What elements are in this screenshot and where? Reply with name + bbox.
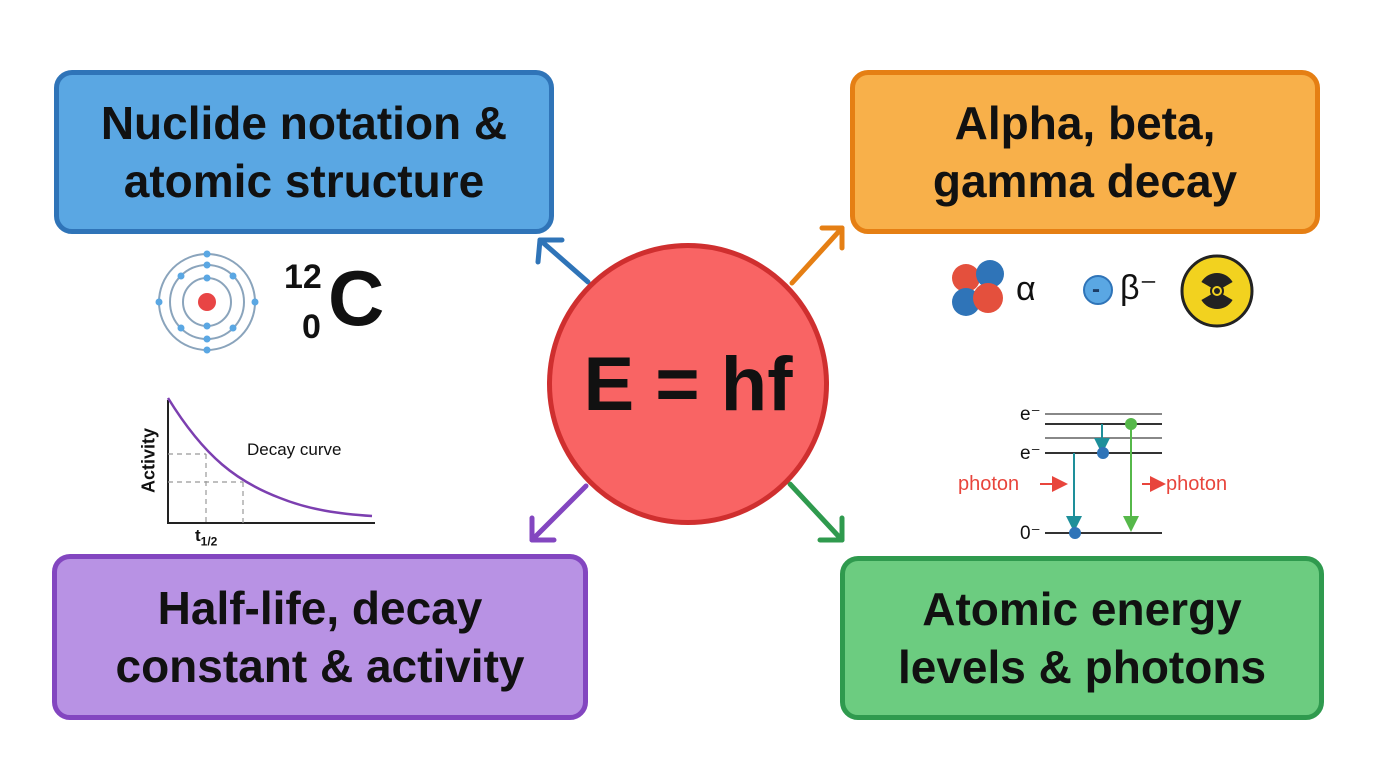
topic-line: Half-life, decay [157, 582, 483, 634]
center-formula: E = hf [583, 341, 793, 427]
topic-line: atomic structure [123, 155, 485, 207]
energy-level-upper-label: e⁻ [1020, 404, 1041, 425]
topic-line: Atomic energy [922, 583, 1242, 635]
arrow-to-top-left [535, 237, 591, 285]
arrow-to-bottom-right [787, 481, 845, 543]
topic-box-half-life: Half-life, decay constant & activity [52, 554, 588, 720]
nuclide-symbol: C [328, 254, 385, 342]
half-life-symbol: t [195, 526, 201, 545]
electron-icon [1069, 527, 1081, 539]
half-life-subscript: 1/2 [200, 534, 218, 549]
topic-box-nuclide-notation: Nuclide notation & atomic structure [54, 70, 554, 234]
energy-level-middle-label: e⁻ [1020, 443, 1041, 464]
arrow-to-top-right [789, 225, 845, 286]
arrow-to-bottom-left [529, 483, 589, 543]
decay-curve-line [166, 397, 373, 518]
nuclide-mass-number: 12 [284, 258, 322, 296]
topic-line: levels & photons [897, 641, 1267, 693]
topic-box-decay-types: Alpha, beta, gamma decay [850, 70, 1320, 234]
electron-icon [1125, 418, 1137, 430]
photon-in-label: photon [958, 473, 1020, 495]
beta-particle-icon [1083, 275, 1113, 305]
topic-line: Nuclide notation & [100, 97, 508, 149]
topic-line: Alpha, beta, [954, 97, 1216, 149]
nuclide-atomic-number: 0 [302, 308, 321, 346]
beta-label: β⁻ [1120, 269, 1158, 307]
topic-line: gamma decay [932, 155, 1238, 207]
topic-line: constant & activity [115, 640, 525, 692]
energy-level-ground-label: 0⁻ [1020, 523, 1041, 544]
alpha-label: α [1016, 270, 1036, 308]
photon-out-label: photon [1166, 473, 1228, 495]
alpha-particle-icon [952, 260, 1004, 316]
beta-particle-sign: - [1092, 276, 1100, 303]
decay-curve-title: Decay curve [247, 440, 342, 459]
center-formula-circle: E = hf [547, 243, 829, 525]
electron-icon [1097, 447, 1109, 459]
radiation-symbol-icon [1180, 254, 1254, 328]
decay-curve-xlabel: t1/2 [195, 526, 217, 548]
topic-box-energy-levels: Atomic energy levels & photons [840, 556, 1324, 720]
